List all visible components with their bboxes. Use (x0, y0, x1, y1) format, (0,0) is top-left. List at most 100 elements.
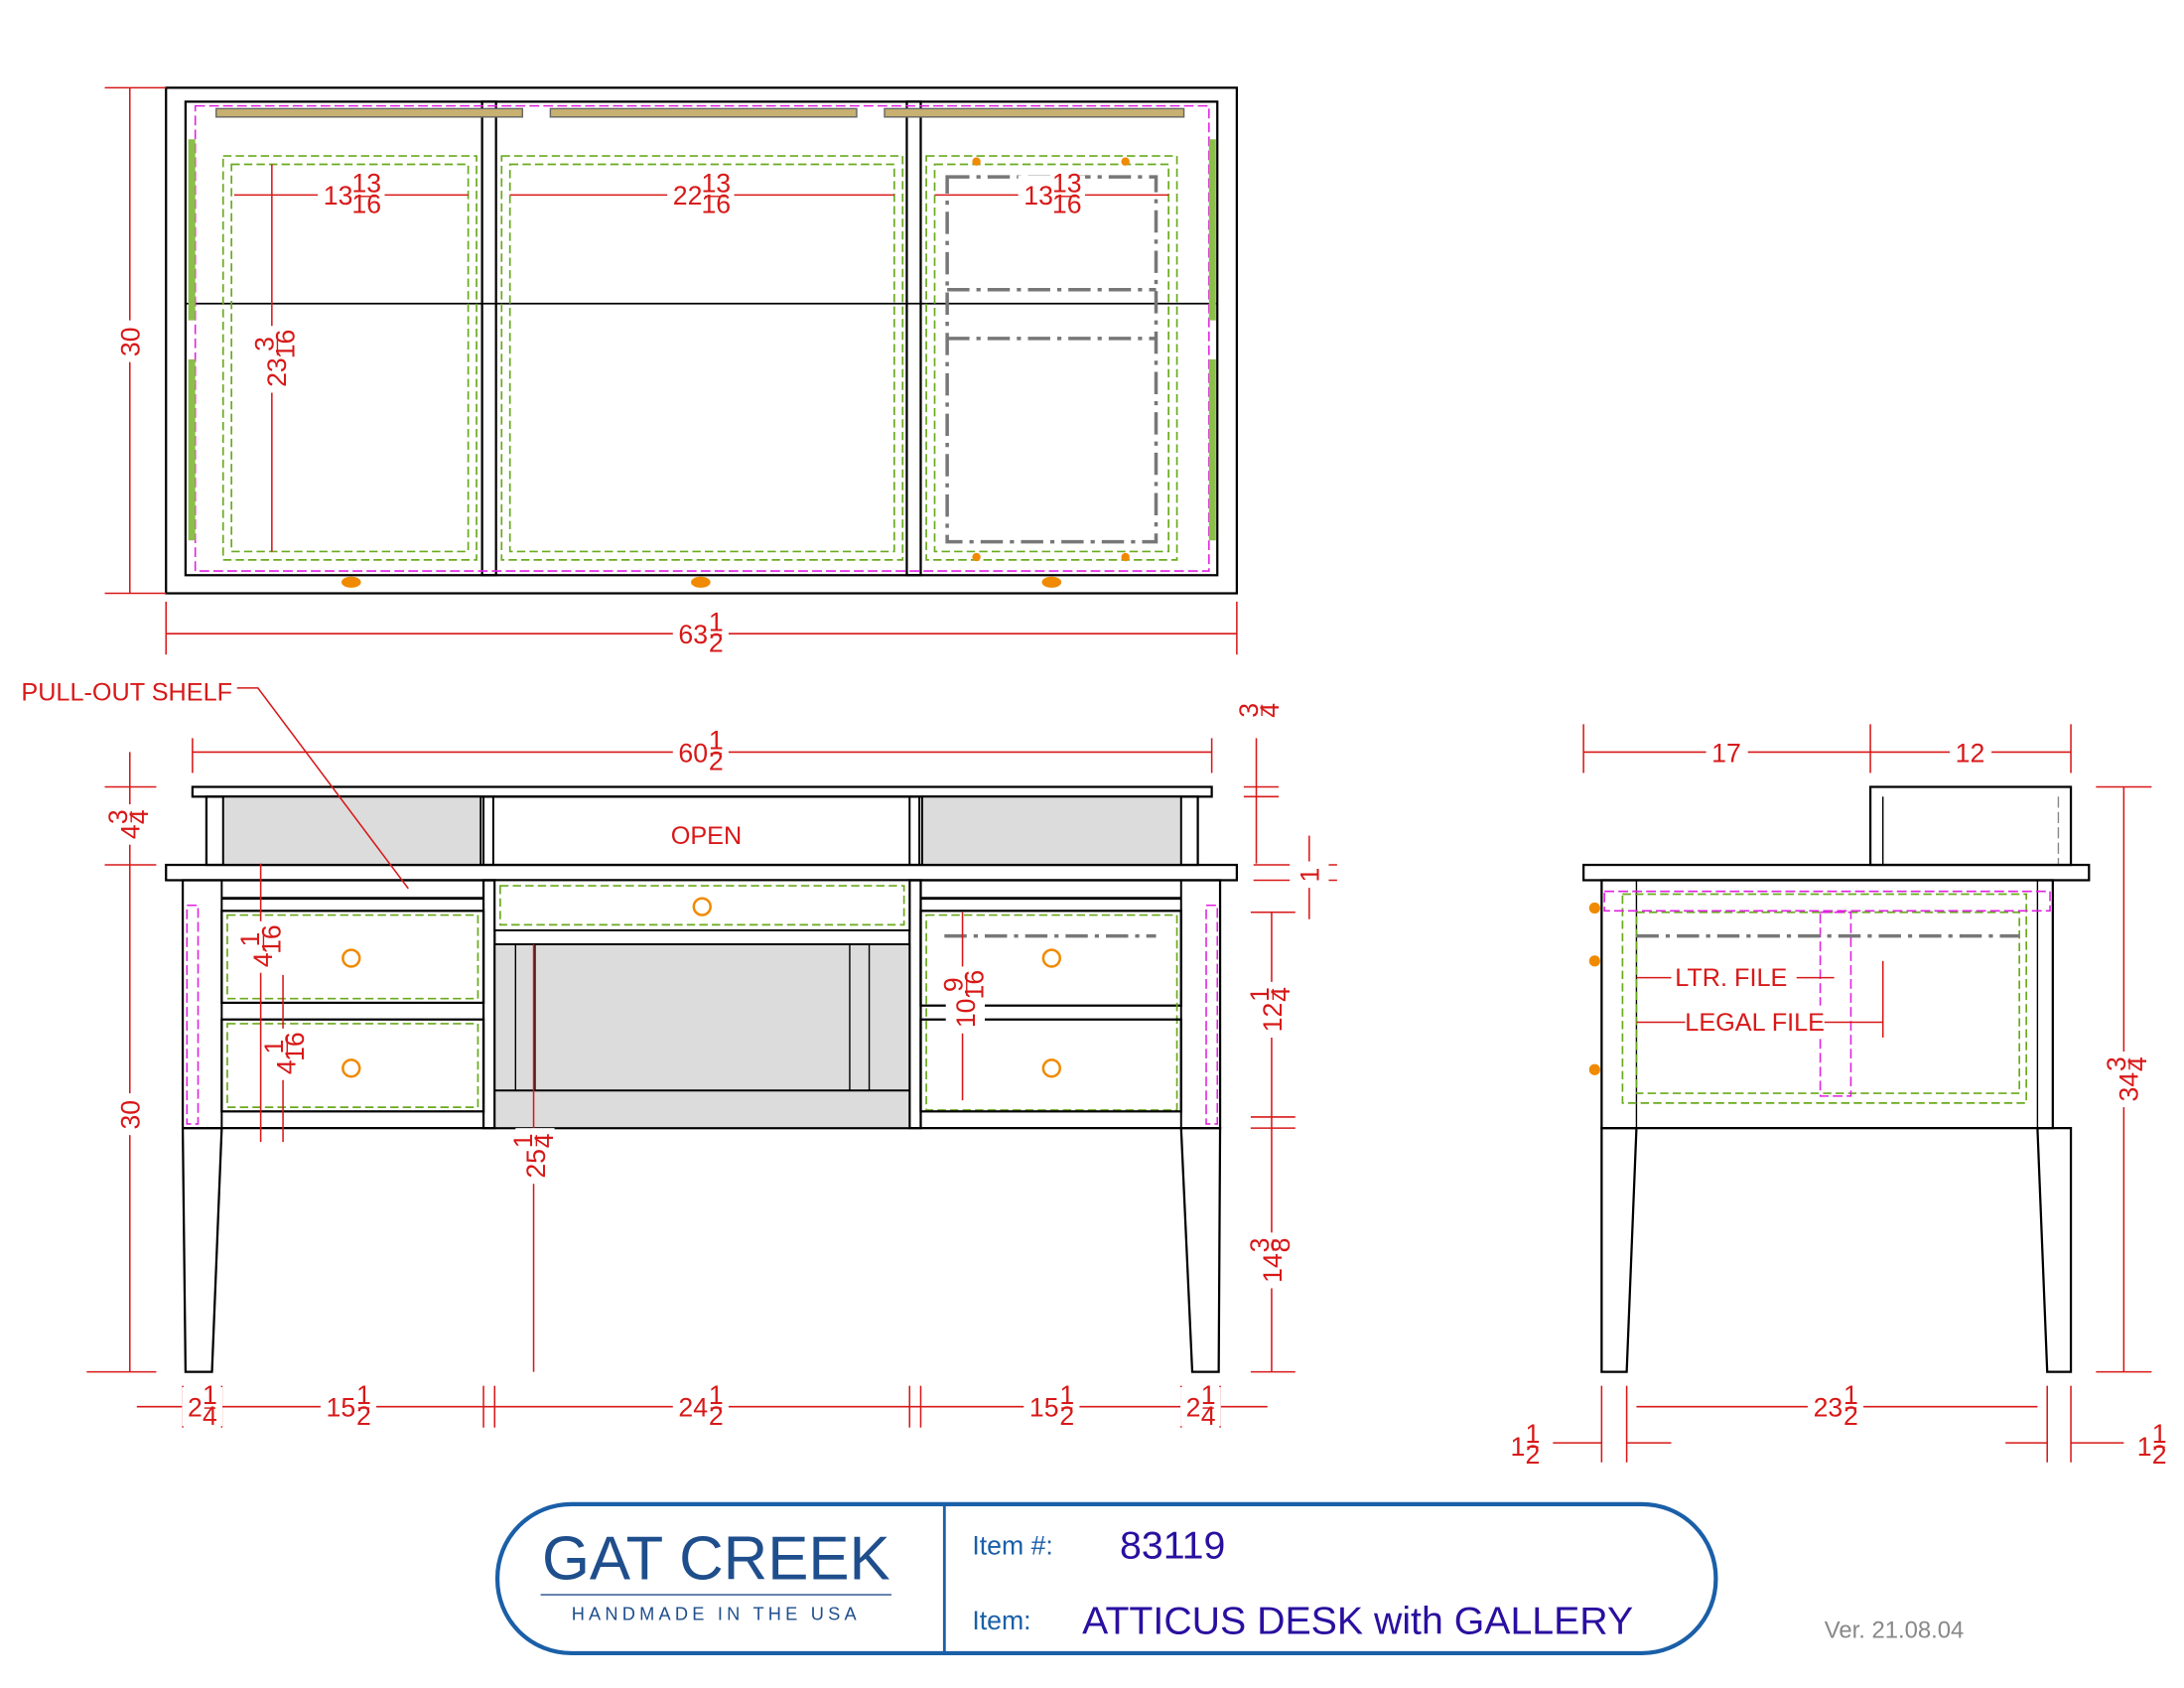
dimension-denominator: 2 (1843, 1401, 1858, 1431)
top-view (104, 86, 1238, 655)
dimension-whole: 25 (521, 1149, 551, 1179)
dimension-denominator: 16 (270, 330, 300, 359)
dimension-numerator: 3 (249, 337, 279, 352)
dimension-gallery-height: 434 (103, 804, 154, 845)
dimension-whole: 30 (116, 327, 146, 356)
dimension-denominator: 16 (280, 1032, 310, 1061)
item-name: ATTICUS DESK with GALLERY (1082, 1599, 1633, 1642)
dimension-drawer-upper: 4 116 (235, 920, 286, 973)
dimension-denominator: 2 (709, 628, 724, 657)
dimension-numerator: 1 (1245, 987, 1275, 1002)
dimension-denominator: 16 (1052, 190, 1082, 219)
dimension-drawer-lower: 4 116 (259, 1028, 310, 1080)
dimension-whole: 4 (272, 1059, 302, 1074)
dimension-numerator: 1 (709, 607, 724, 636)
legal-file-label: LEGAL FILE (1685, 1009, 1825, 1037)
dimension-denominator: 4 (1201, 1401, 1216, 1431)
dimension-whole: 1 (2137, 1432, 2152, 1462)
dimension-whole: 12 (1258, 1003, 1288, 1033)
dimension-whole: 13 (324, 181, 353, 211)
dimension-whole: 2 (188, 1392, 203, 1422)
dimension-numerator: 3 (1245, 1238, 1275, 1253)
dimension-whole: 23 (1814, 1392, 1843, 1422)
dimension-whole: 15 (327, 1392, 356, 1422)
dimension-whole: 2 (1186, 1392, 1201, 1422)
dimension-numerator: 1 (1843, 1380, 1858, 1410)
dimension-whole: 1 (1296, 868, 1325, 883)
dimension-denominator: 4 (203, 1401, 217, 1431)
dimension-numerator: 1 (259, 1040, 289, 1055)
title-block: GAT CREEK HANDMADE IN THE USA Item #: 83… (494, 1501, 1964, 1656)
dimension-numerator: 1 (203, 1380, 217, 1410)
dimension-whole: 60 (678, 738, 708, 768)
dimension-whole: 4 (248, 952, 278, 967)
dimension-whole: 22 (673, 181, 703, 211)
dimension-numerator: 1 (235, 932, 265, 947)
dimension-denominator: 2 (356, 1401, 371, 1431)
dimension-numerator: 13 (351, 169, 381, 199)
dimension-desk-height: 30 (110, 1093, 150, 1136)
dimension-denominator: 16 (701, 190, 731, 219)
dimension-numerator: 9 (939, 977, 969, 992)
item-number-label: Item #: (972, 1530, 1052, 1560)
dimension-top-thickness: 1 (1290, 861, 1329, 889)
dimension-denominator: 16 (256, 924, 286, 954)
side-view (1553, 724, 2152, 1463)
dimension-denominator: 16 (351, 190, 381, 219)
dimension-whole: 12 (1956, 738, 1985, 768)
dimension-whole: 34 (2114, 1072, 2143, 1102)
dimension-denominator: 2 (709, 747, 724, 776)
dimension-numerator: 13 (1052, 169, 1082, 199)
dimension-denominator: 2 (1059, 1401, 1074, 1431)
dimension-denominator: 2 (709, 1401, 724, 1431)
dimension-numerator: 1 (508, 1133, 538, 1148)
dimension-whole: 10 (951, 999, 981, 1029)
dimension-denominator: 4 (124, 809, 154, 824)
brand-tagline: HANDMADE IN THE USA (572, 1603, 861, 1623)
dimension-side-depth-back: 12 (1950, 732, 1992, 773)
letter-file-label: LTR. FILE (1675, 964, 1787, 992)
open-label: OPEN (671, 822, 743, 850)
dimension-numerator: 1 (709, 726, 724, 756)
dimension-denominator: 2 (1526, 1440, 1541, 1470)
dimension-numerator: 3 (1234, 703, 1264, 718)
dimension-denominator: 2 (2152, 1440, 2167, 1470)
dimension-numerator: 1 (1059, 1380, 1074, 1410)
dimension-whole: 30 (116, 1100, 146, 1130)
pull-out-shelf-label: PULL-OUT SHELF (21, 679, 232, 707)
dimension-whole: 23 (262, 357, 292, 387)
dimension-denominator: 8 (1266, 1238, 1296, 1253)
dimension-denominator: 4 (529, 1133, 559, 1148)
front-view (86, 687, 1337, 1428)
dimension-numerator: 1 (356, 1380, 371, 1410)
dimension-top-depth: 30 (110, 320, 150, 362)
dimension-numerator: 3 (2102, 1056, 2131, 1071)
dimension-numerator: 1 (709, 1380, 724, 1410)
dimension-whole: 14 (1258, 1253, 1288, 1283)
dimension-whole: 4 (116, 824, 146, 839)
item-number: 83119 (1120, 1524, 1225, 1568)
dimension-gallery-top-thickness: 34 (1234, 697, 1285, 723)
dimension-whole: 1 (1510, 1432, 1525, 1462)
dimension-numerator: 13 (701, 169, 731, 199)
dimension-numerator: 1 (2152, 1419, 2167, 1449)
brand-logo: GAT CREEK (542, 1525, 890, 1594)
dimension-numerator: 3 (103, 809, 133, 824)
dimension-whole: 24 (678, 1392, 708, 1422)
